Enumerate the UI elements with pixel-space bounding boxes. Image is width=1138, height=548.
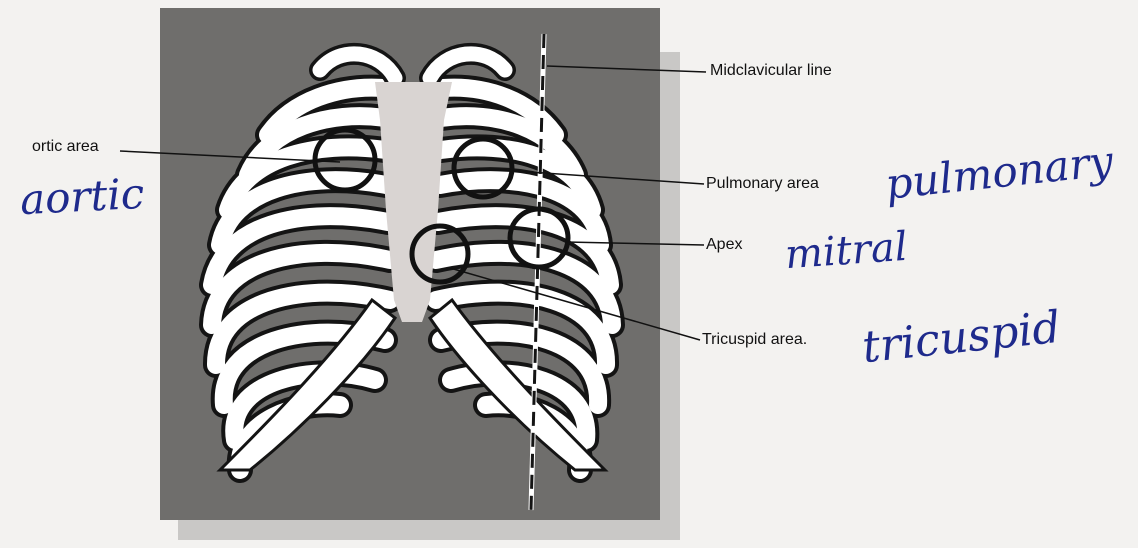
label-midclavicular-line: Midclavicular line [710,62,832,80]
handwritten-aortic: aortic [19,169,146,224]
label-apex: Apex [706,236,742,254]
handwritten-mitral: mitral [784,224,909,278]
label-aortic-area: ortic area [32,138,99,156]
label-tricuspid-area: Tricuspid area. [702,331,807,349]
label-pulmonary-area: Pulmonary area [706,175,819,193]
